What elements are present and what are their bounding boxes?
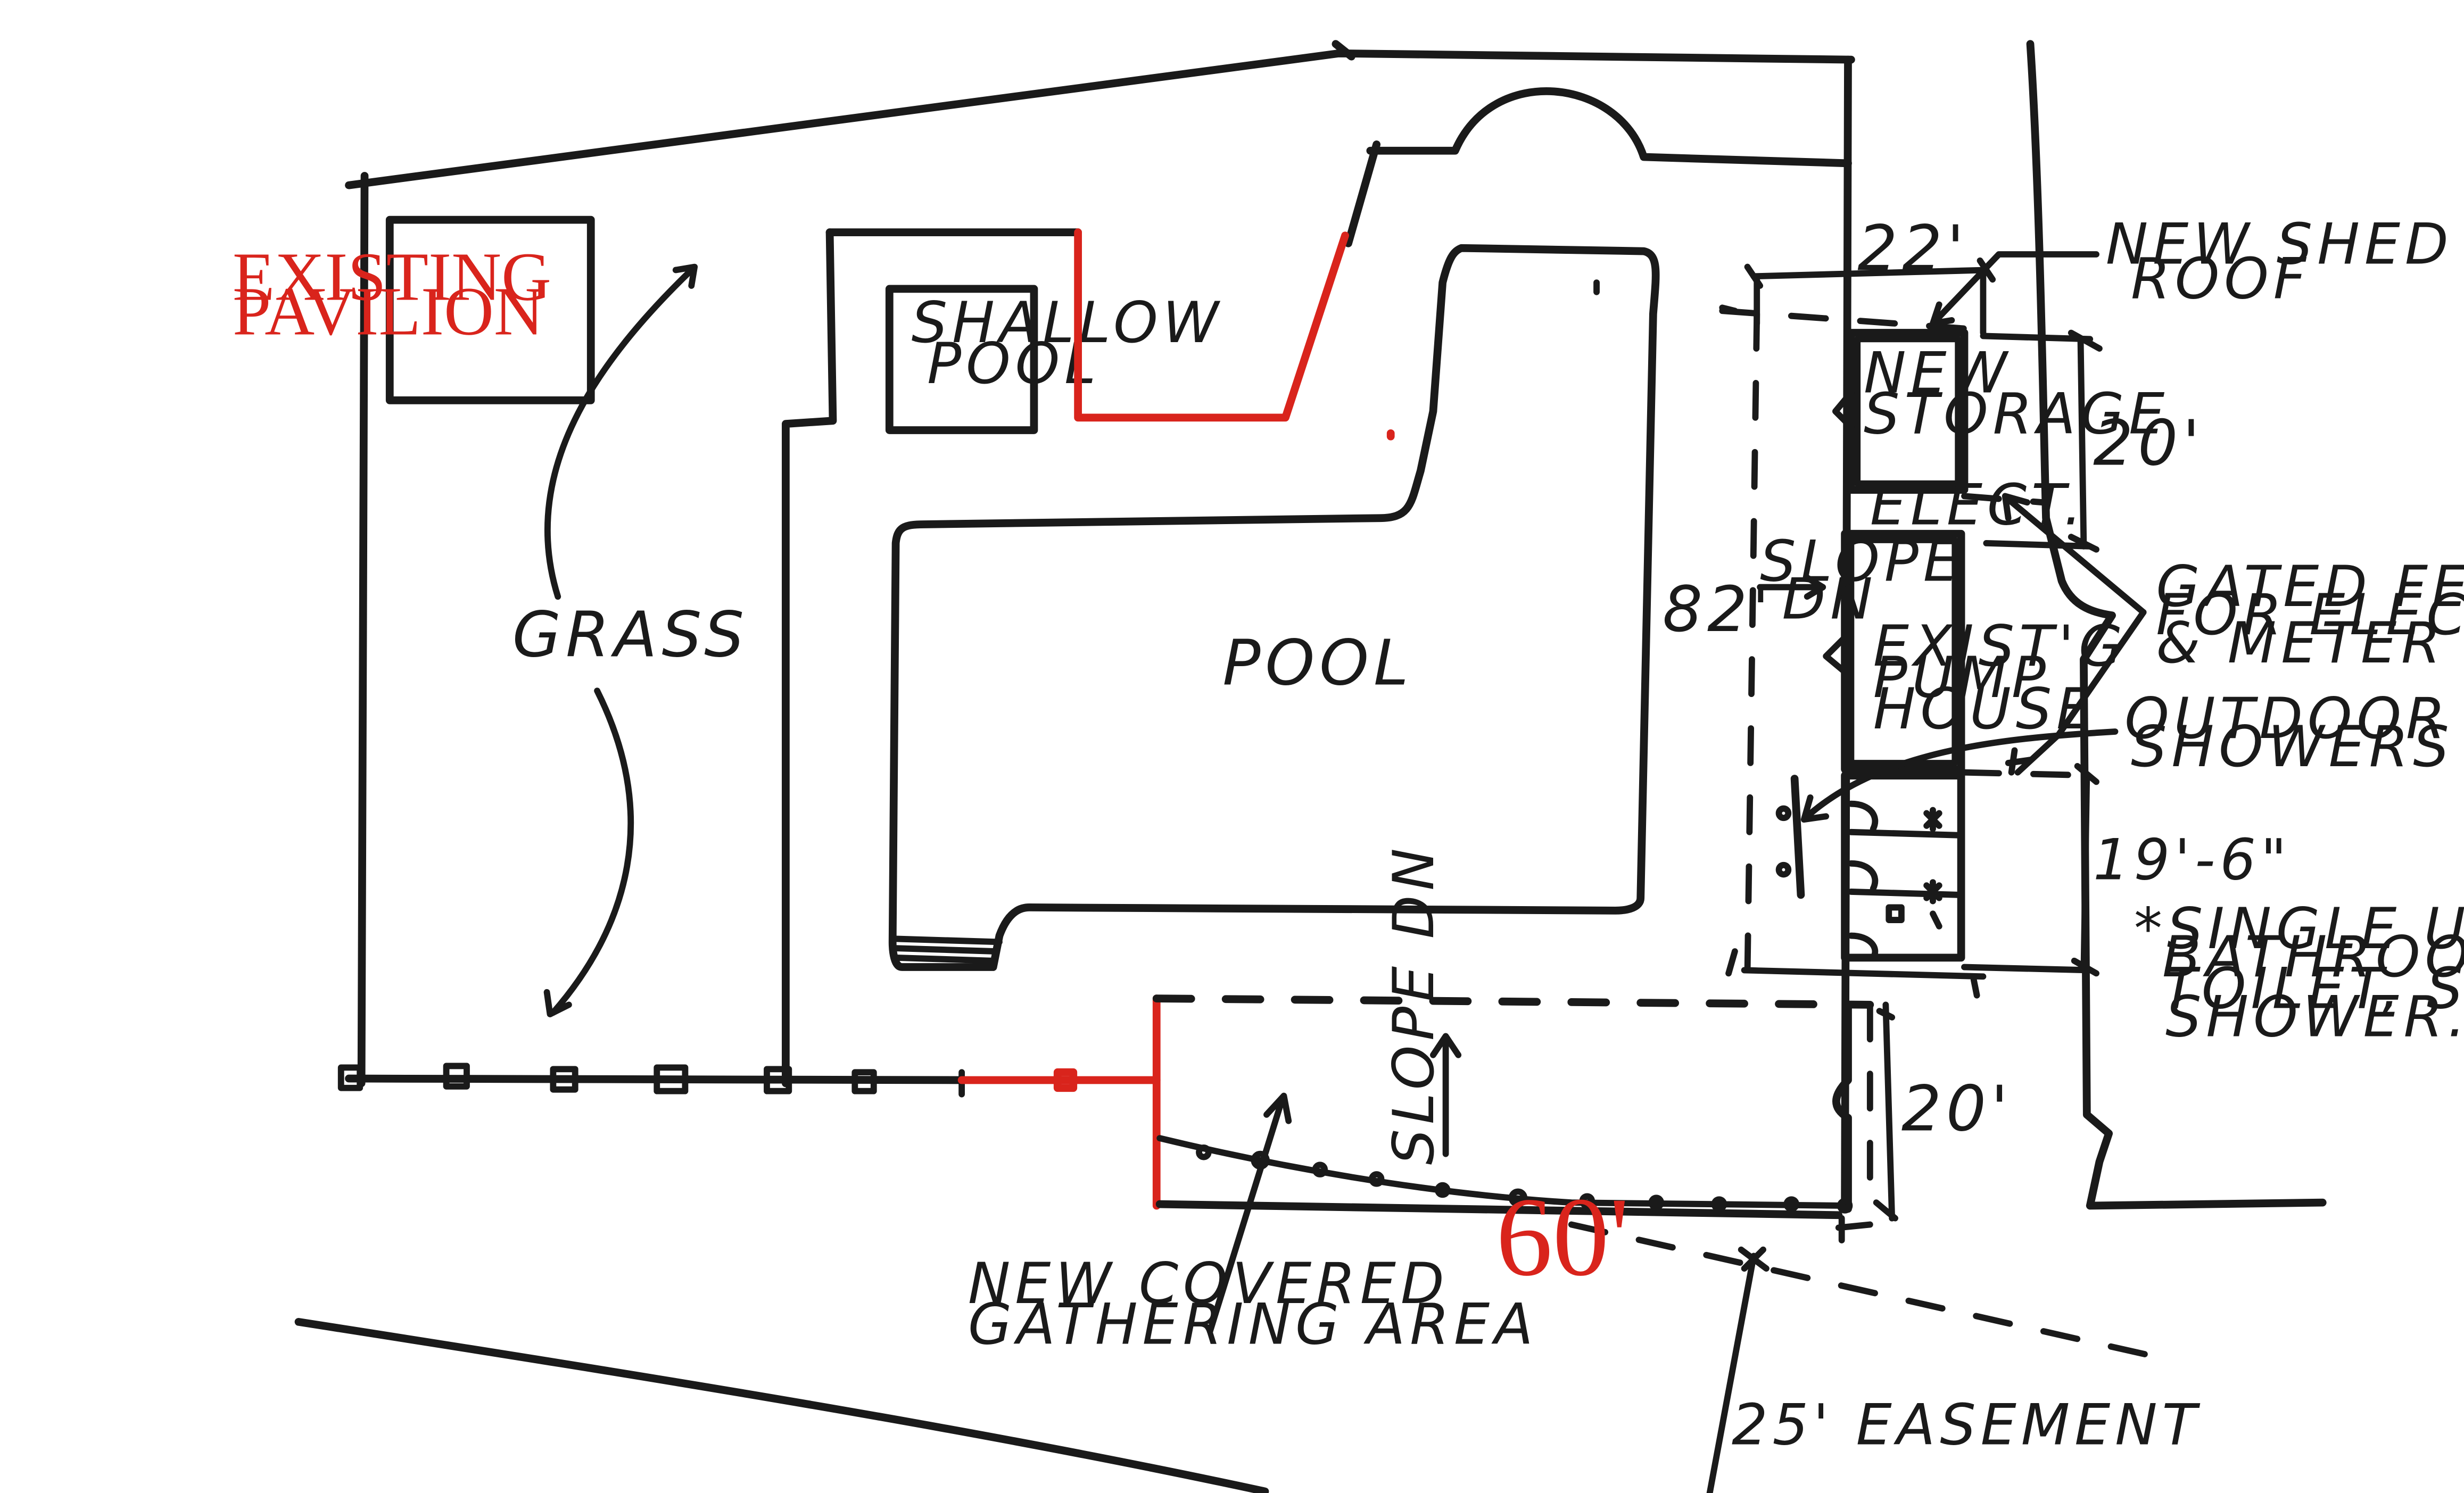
covered-area-leader xyxy=(1206,1092,1292,1334)
new-storage-label: NEW xyxy=(1864,341,2012,407)
easement-label: 25' EASEMENT xyxy=(1732,1392,2201,1458)
outdoor-showers-fixture xyxy=(1775,775,1805,899)
gated-fence-label-3: & METER ACCESS xyxy=(2156,610,2464,676)
pump-house-label-3: HOUSE xyxy=(1873,676,2097,742)
slope-dn-right-arrow xyxy=(1757,574,1826,600)
slope-dn-right-label-2: DN xyxy=(1782,567,1877,633)
slope-dn-up-arrow xyxy=(1430,1033,1462,1157)
dimension-20-top-line xyxy=(1980,329,2103,553)
main-pool xyxy=(888,244,1660,971)
dimension-60: 60' xyxy=(1496,1174,1630,1299)
covered-area-label: NEW COVERED xyxy=(968,1251,1449,1317)
shallow-pool-label-2: POOL xyxy=(927,331,1101,397)
pool-label: POOL xyxy=(1222,626,1413,699)
bathroom-note-3: TOILET, SINK & xyxy=(2162,956,2464,1022)
new-storage-room xyxy=(1832,329,1969,494)
bathrooms xyxy=(1841,772,1965,962)
elect-fence xyxy=(1961,493,2046,506)
new-shed-roof-label: NEW SHED xyxy=(2106,212,2453,278)
existing-pavilion xyxy=(385,215,595,404)
fence-line xyxy=(337,1063,966,1098)
dimension-82: 82' xyxy=(1663,573,1774,646)
grass-arrow xyxy=(543,263,698,1017)
dimension-20-top: 20' xyxy=(2093,406,2204,479)
easement-leader xyxy=(1706,1246,1770,1493)
existing-pavilion-label: EXISTING xyxy=(233,239,551,316)
dimension-20-bottom-line xyxy=(1866,1001,1898,1222)
pump-house xyxy=(1823,529,1965,774)
outdoor-showers-label: OUTDOOR xyxy=(2124,686,2450,752)
building-strip xyxy=(1719,304,1987,999)
red-markup-fence-extension xyxy=(957,994,1161,1210)
road-edge xyxy=(2026,40,2327,1210)
shallow-pool xyxy=(885,285,1038,434)
covered-area-label-2: GATHERING AREA xyxy=(968,1292,1538,1358)
outdoor-showers-label-2: SHOWERS xyxy=(2131,714,2454,780)
dimension-19-6-line xyxy=(1961,762,2099,977)
dimension-22: 22' xyxy=(1857,212,1969,285)
pool-deck-outline xyxy=(782,87,1852,1088)
gated-fence-label: GATED FENCE xyxy=(2156,554,2464,620)
dim-tick-bottom xyxy=(1835,1215,1873,1243)
bottom-road xyxy=(294,1221,2172,1493)
pump-house-label-2: PUMP xyxy=(1873,645,2050,711)
dimension-20-bottom: 20' xyxy=(1901,1072,2013,1145)
slope-dn-up-label: SLOPE DN xyxy=(1381,843,1447,1165)
shallow-pool-label: SHALLOW xyxy=(912,290,1223,356)
existing-pavilion-label-2: PAVILION xyxy=(233,273,544,350)
dimension-19-6: 19'-6" xyxy=(2093,827,2292,893)
pump-house-label: EXIST'G xyxy=(1873,613,2127,679)
new-storage-label-2: STORAGE xyxy=(1864,381,2169,447)
gated-fence-label-2: FOR ELECTRICAL xyxy=(2156,582,2464,648)
bathroom-note-4: SHOWER. xyxy=(2165,984,2464,1050)
grass-label: GRASS xyxy=(512,598,749,671)
new-shed-roof-label-2: ROOF xyxy=(2131,246,2311,312)
bathroom-note: *SINGLE USE xyxy=(2134,896,2464,962)
red-markup-fence xyxy=(1074,228,1349,422)
outdoor-showers-leader xyxy=(1800,728,2119,823)
slope-dn-right-label: SLOPE xyxy=(1760,529,1964,595)
new-shed-roof-leader xyxy=(1930,251,2099,327)
bathroom-note-2: BATHROOM W/ xyxy=(2162,924,2464,990)
